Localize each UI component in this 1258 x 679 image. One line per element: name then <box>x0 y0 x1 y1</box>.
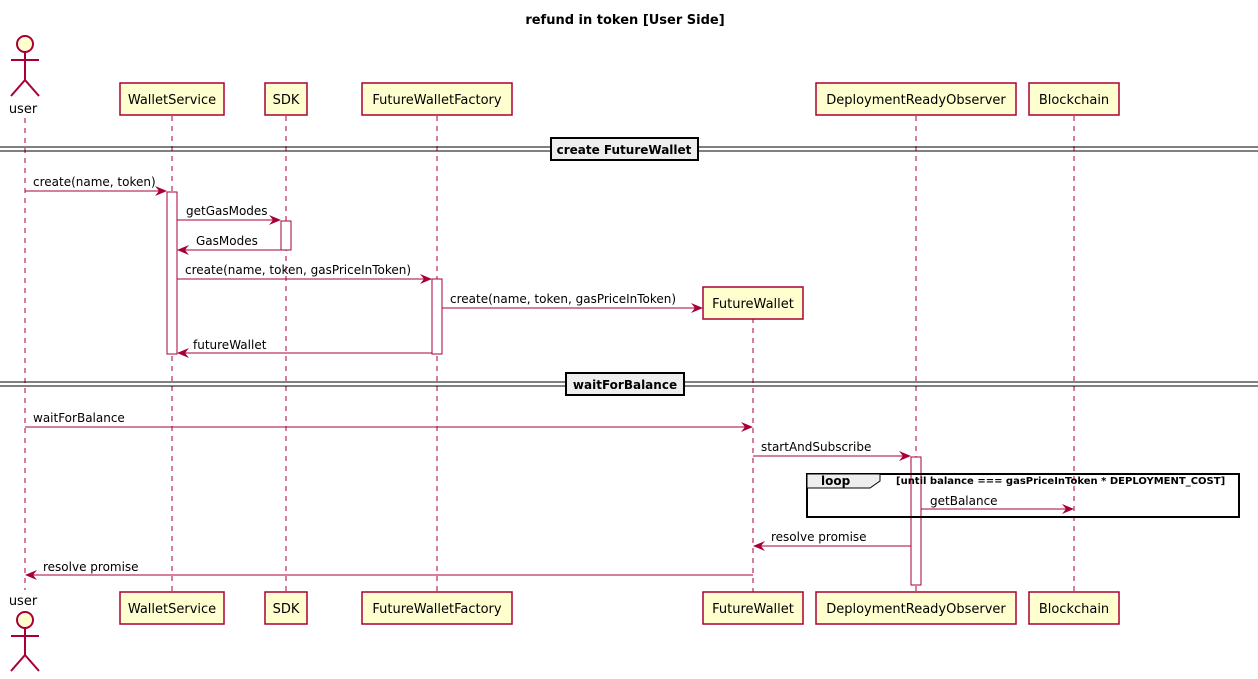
message-label: GasModes <box>196 234 258 248</box>
message-label: create(name, token) <box>33 175 156 189</box>
activation-walletservice <box>166 191 178 355</box>
participant-label: WalletService <box>128 93 216 108</box>
messages-section-1: create(name, token) getGasModes GasModes… <box>25 175 804 358</box>
participant-sdk-bottom: SDK <box>264 591 308 625</box>
lifelines <box>24 116 1075 592</box>
message-label: resolve promise <box>43 560 139 574</box>
loop-keyword: loop <box>821 474 851 488</box>
actor-head-icon <box>16 611 34 629</box>
activation-futurewalletfactory <box>431 278 443 355</box>
message-create: create(name, token) <box>25 175 167 196</box>
activation-deploymentreadyobserver <box>910 456 922 586</box>
message-getgasmodes: getGasModes <box>177 204 281 225</box>
section-label: waitForBalance <box>573 378 677 392</box>
participant-label: DeploymentReadyObserver <box>826 602 1006 617</box>
participant-label: FutureWalletFactory <box>372 93 502 108</box>
section-label: create FutureWallet <box>557 143 692 157</box>
message-label: startAndSubscribe <box>761 440 871 454</box>
participant-walletservice-top: WalletService <box>119 82 225 116</box>
participant-label: SDK <box>273 602 300 617</box>
participant-label: Blockchain <box>1039 93 1109 108</box>
participant-label: FutureWallet <box>712 602 794 617</box>
activation-sdk <box>280 220 292 251</box>
participant-blockchain-top: Blockchain <box>1028 82 1120 116</box>
section-divider-create-futurewallet: create FutureWallet <box>0 137 1258 161</box>
participant-futurewallet-created: FutureWallet <box>702 286 804 320</box>
diagram-title: refund in token [User Side] <box>525 13 724 28</box>
participant-blockchain-bottom: Blockchain <box>1028 591 1120 625</box>
participant-futurewallet-bottom: FutureWallet <box>702 591 804 625</box>
message-startandsubscribe: startAndSubscribe <box>753 440 911 461</box>
loop-condition: [until balance === gasPriceInToken * DEP… <box>896 476 1225 487</box>
activation-bars <box>166 191 922 586</box>
participant-label: FutureWalletFactory <box>372 602 502 617</box>
participant-deploymentreadyobserver-top: DeploymentReadyObserver <box>815 82 1017 116</box>
message-create-factory: create(name, token, gasPriceInToken) <box>177 263 432 284</box>
message-getbalance: getBalance <box>921 494 1074 514</box>
participants-bottom: user WalletService SDK FutureWalletFacto… <box>9 591 1120 672</box>
participant-label: user <box>9 102 38 117</box>
participant-label: FutureWallet <box>712 297 794 312</box>
actor-user-bottom: user <box>9 594 40 672</box>
participant-label: Blockchain <box>1039 602 1109 617</box>
message-label: create(name, token, gasPriceInToken) <box>185 263 411 277</box>
loop-fragment: loop [until balance === gasPriceInToken … <box>806 473 1240 518</box>
message-resolve-promise-user: resolve promise <box>25 560 753 580</box>
messages-section-2: waitForBalance startAndSubscribe loop [u… <box>25 411 1240 580</box>
message-create-futurewallet: create(name, token, gasPriceInToken) <box>442 292 703 313</box>
participant-label: DeploymentReadyObserver <box>826 93 1006 108</box>
section-divider-waitforbalance: waitForBalance <box>0 372 1258 396</box>
participant-label: SDK <box>273 93 300 108</box>
message-waitforbalance: waitForBalance <box>25 411 753 432</box>
participant-label: user <box>9 594 38 609</box>
message-futurewallet-return: futureWallet <box>177 338 432 358</box>
message-resolve-promise-observer: resolve promise <box>753 530 911 551</box>
actor-head-icon <box>16 35 34 53</box>
actor-user-top: user <box>9 35 40 117</box>
message-label: create(name, token, gasPriceInToken) <box>450 292 676 306</box>
message-label: waitForBalance <box>33 411 125 425</box>
participant-sdk-top: SDK <box>264 82 308 116</box>
message-gasmodes: GasModes <box>177 234 281 255</box>
participants-top: user WalletService SDK FutureWalletFacto… <box>9 35 1120 117</box>
message-label: getGasModes <box>186 204 268 218</box>
message-label: resolve promise <box>771 530 867 544</box>
participant-deploymentreadyobserver-bottom: DeploymentReadyObserver <box>815 591 1017 625</box>
participant-futurewalletfactory-top: FutureWalletFactory <box>361 82 513 116</box>
participant-walletservice-bottom: WalletService <box>119 591 225 625</box>
participant-label: WalletService <box>128 602 216 617</box>
message-label: futureWallet <box>193 338 267 352</box>
participant-futurewalletfactory-bottom: FutureWalletFactory <box>361 591 513 625</box>
message-label: getBalance <box>930 494 998 508</box>
